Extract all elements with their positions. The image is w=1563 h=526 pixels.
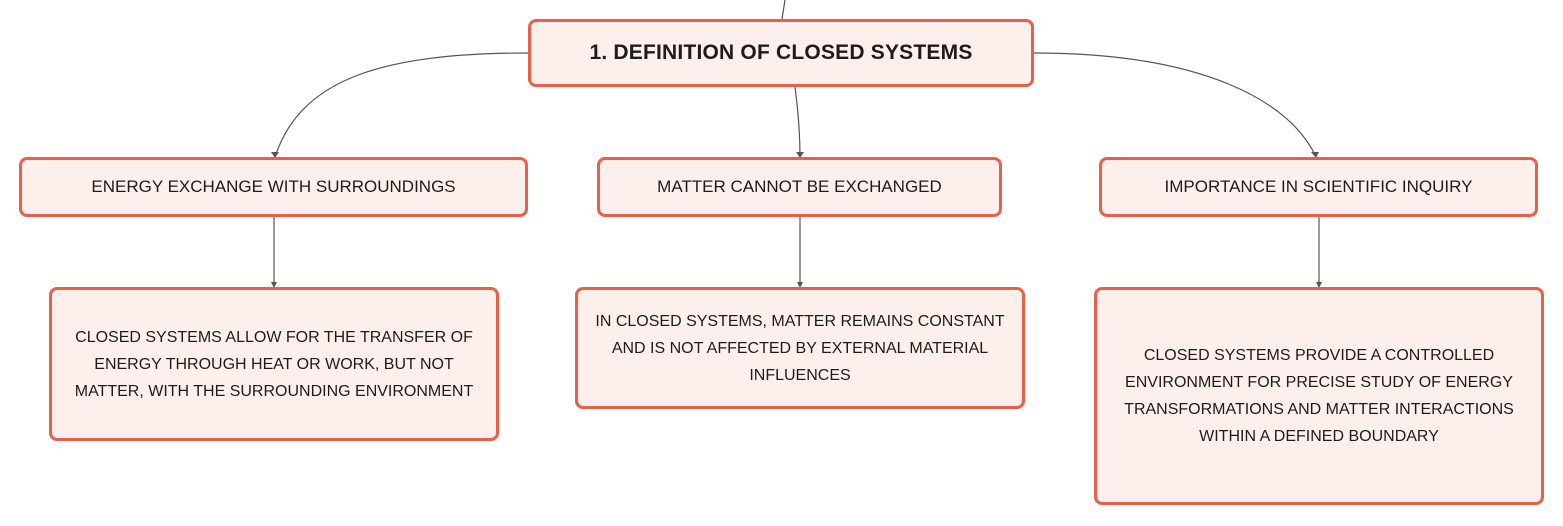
connector-root-to-matter xyxy=(794,86,801,158)
branch-label: IMPORTANCE IN SCIENTIFIC INQUIRY xyxy=(1164,177,1473,196)
branch-label: MATTER CANNOT BE EXCHANGED xyxy=(657,177,942,196)
arrowhead-importance-detail xyxy=(1316,282,1322,288)
arrowhead-matter-detail xyxy=(797,282,803,288)
detail-text: CLOSED SYSTEMS PROVIDE A CONTROLLED ENVI… xyxy=(1124,347,1514,445)
connector-root-to-energy xyxy=(274,52,529,158)
branch-node-matter-cannot-be-exchanged[interactable]: MATTER CANNOT BE EXCHANGED xyxy=(597,157,1002,217)
detail-text: IN CLOSED SYSTEMS, MATTER REMAINS CONSTA… xyxy=(595,312,1005,384)
connector-root-to-importance xyxy=(1033,52,1317,158)
arrowhead-energy-detail xyxy=(271,282,277,288)
branch-node-importance[interactable]: IMPORTANCE IN SCIENTIFIC INQUIRY xyxy=(1099,157,1538,217)
connector-incoming xyxy=(781,0,786,20)
detail-node-matter[interactable]: IN CLOSED SYSTEMS, MATTER REMAINS CONSTA… xyxy=(575,287,1025,409)
arrowhead-matter xyxy=(796,152,804,158)
branch-node-energy-exchange[interactable]: ENERGY EXCHANGE WITH SURROUNDINGS xyxy=(19,157,528,217)
detail-node-importance[interactable]: CLOSED SYSTEMS PROVIDE A CONTROLLED ENVI… xyxy=(1094,287,1544,505)
detail-text: CLOSED SYSTEMS ALLOW FOR THE TRANSFER OF… xyxy=(74,328,474,400)
arrowhead-energy xyxy=(271,152,279,158)
root-node[interactable]: 1. DEFINITION OF CLOSED SYSTEMS xyxy=(528,19,1034,87)
detail-node-energy-exchange[interactable]: CLOSED SYSTEMS ALLOW FOR THE TRANSFER OF… xyxy=(49,287,499,441)
root-title: 1. DEFINITION OF CLOSED SYSTEMS xyxy=(589,41,973,64)
branch-label: ENERGY EXCHANGE WITH SURROUNDINGS xyxy=(91,177,456,196)
arrowhead-importance xyxy=(1311,152,1319,158)
